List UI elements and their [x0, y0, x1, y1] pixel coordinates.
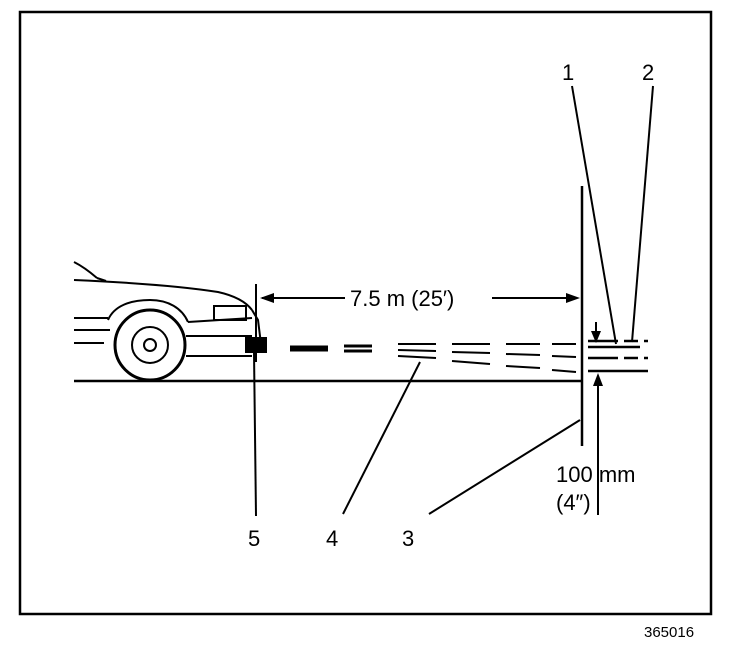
vehicle-front — [73, 261, 267, 382]
diagram-border — [18, 10, 713, 616]
callout-1: 1 — [562, 60, 575, 85]
distance-label: 7.5 m (25′) — [350, 286, 455, 311]
callout-2: 2 — [642, 60, 655, 85]
figure-code: 365016 — [644, 624, 695, 641]
callout-3: 3 — [402, 526, 415, 551]
drop-label-line1: 100 mm — [556, 462, 636, 487]
drop-dimension — [591, 322, 603, 515]
callout-4: 4 — [326, 526, 339, 551]
leader-lines — [253, 85, 654, 517]
callout-5: 5 — [248, 526, 261, 551]
distance-dimension — [260, 293, 580, 303]
screen-reference-lines — [588, 339, 648, 373]
light-beam — [290, 343, 577, 373]
drop-label-line2: (4″) — [556, 490, 591, 515]
